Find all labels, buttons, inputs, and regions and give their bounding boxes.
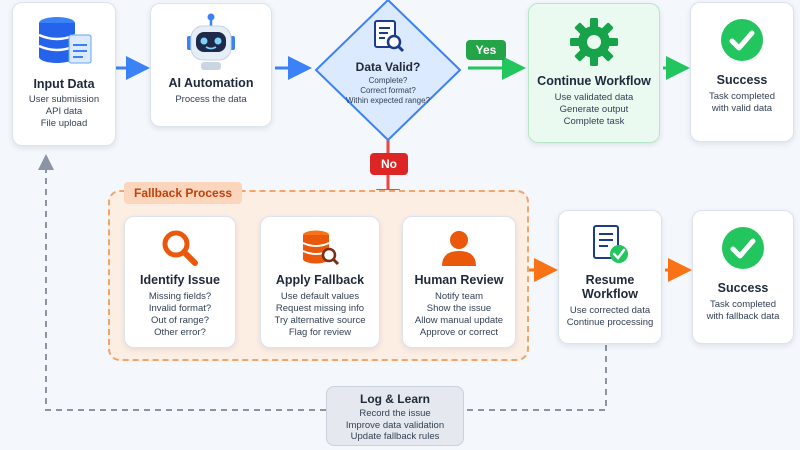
- check-circle-icon: [721, 19, 763, 61]
- node-line: with valid data: [711, 103, 773, 114]
- node-title: Resume Workflow: [581, 273, 639, 301]
- node-title: Data Valid?: [355, 60, 421, 74]
- node-line: API data: [45, 106, 83, 117]
- node-title: Identify Issue: [140, 273, 220, 287]
- fallback-process-label: Fallback Process: [124, 182, 243, 204]
- node-line: Flag for review: [288, 327, 352, 338]
- node-line: Process the data: [175, 94, 247, 105]
- node-title: Input Data: [33, 77, 95, 91]
- node-line: File upload: [40, 118, 88, 129]
- node-line: Use corrected data: [569, 305, 651, 316]
- node-line: Within expected range?: [345, 96, 431, 105]
- robot-icon: [187, 13, 235, 70]
- node-line: Improve data validation: [345, 419, 445, 431]
- node-title: AI Automation: [168, 76, 254, 90]
- node-success-fallback: Success Task completed with fallback dat…: [692, 210, 794, 344]
- check-circle-icon: [722, 227, 764, 269]
- node-line: Try alternative source: [274, 315, 366, 326]
- node-line: Out of range?: [150, 315, 210, 326]
- no-label: No: [370, 153, 408, 175]
- node-identify-issue: Identify Issue Missing fields? Invalid f…: [124, 216, 236, 348]
- node-human-review: Human Review Notify team Show the issue …: [402, 216, 516, 348]
- person-icon: [442, 231, 476, 266]
- node-resume-workflow: Resume Workflow Use corrected data Conti…: [558, 210, 662, 344]
- node-line: Update fallback rules: [350, 431, 440, 442]
- node-line: Record the issue: [359, 408, 431, 419]
- node-title: Success: [717, 281, 769, 295]
- node-title: Success: [716, 73, 768, 87]
- database-document-icon: [38, 17, 92, 64]
- node-line: Other error?: [154, 327, 206, 338]
- arrow-log-loop: [46, 158, 607, 411]
- node-apply-fallback: Apply Fallback Use default values Reques…: [260, 216, 380, 348]
- node-ai-automation: AI Automation Process the data: [150, 3, 272, 127]
- node-line: Continue processing: [566, 317, 654, 328]
- document-check-icon: [593, 225, 628, 263]
- node-title: Apply Fallback: [275, 273, 365, 287]
- document-search-icon: [374, 20, 405, 53]
- node-line: Missing fields?: [148, 291, 212, 302]
- node-line: Task completed: [709, 299, 776, 310]
- node-line: Correct format?: [360, 86, 416, 95]
- diamond-shape: [314, 0, 462, 142]
- node-line: Request missing info: [275, 303, 365, 314]
- node-line: Generate output: [559, 104, 629, 115]
- node-title: Human Review: [414, 273, 504, 287]
- database-search-icon: [302, 230, 340, 266]
- magnifier-icon: [162, 230, 198, 266]
- node-line: with fallback data: [706, 311, 780, 322]
- node-line: Invalid format?: [148, 303, 212, 314]
- node-line: Notify team: [434, 291, 484, 302]
- node-line: Show the issue: [426, 303, 492, 314]
- node-line: User submission: [28, 94, 100, 105]
- node-log-learn: Log & Learn Record the issue Improve dat…: [326, 386, 464, 446]
- node-line: Approve or correct: [419, 327, 499, 338]
- node-success-valid: Success Task completed with valid data: [690, 2, 794, 142]
- node-data-valid-decision: Data Valid? Complete? Correct format? Wi…: [312, 0, 464, 144]
- node-line: Task completed: [708, 91, 775, 102]
- node-line: Complete task: [563, 116, 625, 127]
- node-line: Complete?: [368, 76, 408, 85]
- node-line: Allow manual update: [414, 315, 504, 326]
- node-input-data: Input Data User submission API data File…: [12, 2, 116, 146]
- node-continue-workflow: Continue Workflow Use validated data Gen…: [528, 3, 660, 143]
- node-line: Use validated data: [554, 92, 634, 103]
- node-title: Continue Workflow: [537, 74, 651, 88]
- node-title: Log & Learn: [359, 392, 430, 406]
- yes-label: Yes: [466, 40, 506, 60]
- gear-icon: [570, 18, 618, 66]
- node-line: Use default values: [280, 291, 360, 302]
